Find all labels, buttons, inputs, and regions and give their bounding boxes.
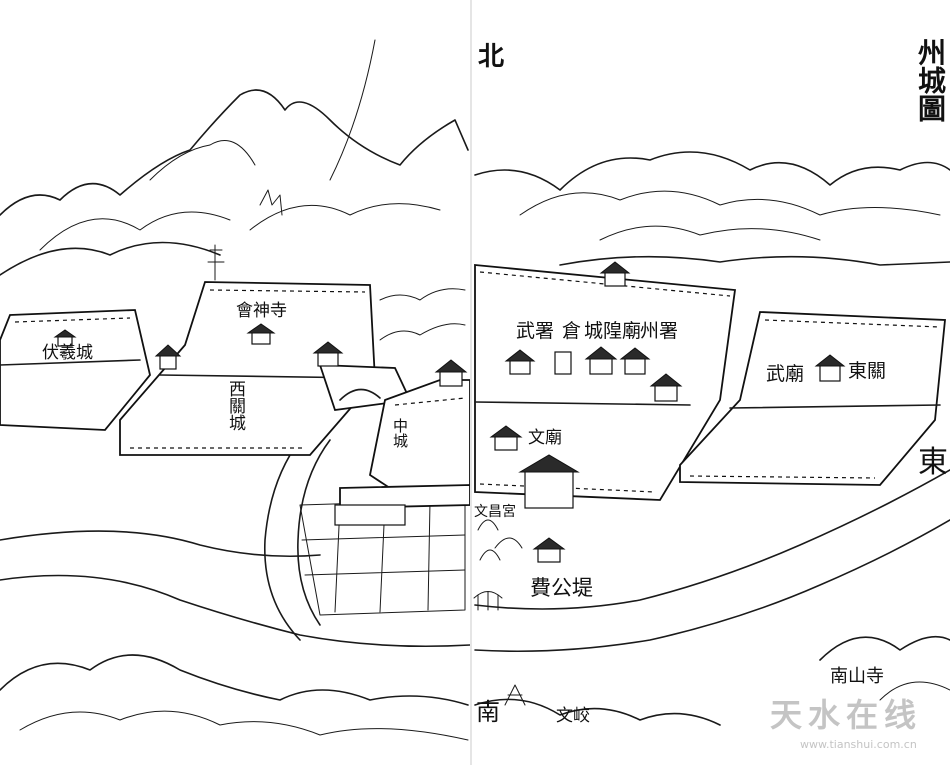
label-granary: 倉 bbox=[562, 320, 582, 342]
rivers bbox=[0, 288, 950, 653]
east-city-walls bbox=[679, 311, 946, 486]
label-fei-gong-dike: 費公堤 bbox=[530, 576, 593, 600]
compass-south: 南 bbox=[476, 698, 500, 726]
north-mountains bbox=[0, 39, 950, 276]
page-seam bbox=[470, 0, 472, 765]
trees bbox=[473, 519, 566, 611]
fuxi-city-walls bbox=[0, 309, 151, 431]
label-wen-temple: 文廟 bbox=[528, 428, 562, 448]
map-title: 州城圖 bbox=[914, 38, 947, 122]
label-west-gate-city: 西關城 bbox=[225, 380, 245, 431]
watermark-logo: 天水在线 bbox=[770, 696, 923, 734]
label-south-mountain-temple: 南山寺 bbox=[830, 666, 884, 687]
label-huishen-temple: 會神寺 bbox=[236, 301, 287, 321]
main-city-walls bbox=[474, 261, 737, 509]
watermark-url: www.tianshui.com.cn bbox=[800, 738, 917, 751]
label-zhou-office: 州署 bbox=[640, 320, 679, 342]
label-military-office: 武署 bbox=[516, 320, 555, 342]
label-wu-temple: 武廟 bbox=[766, 363, 805, 385]
middle-city-walls bbox=[334, 359, 471, 526]
west-gate-city-walls bbox=[119, 244, 376, 456]
label-middle-city: 中城 bbox=[391, 418, 409, 448]
label-fuxi-city: 伏羲城 bbox=[42, 343, 93, 363]
label-east-pass: 東關 bbox=[848, 360, 887, 382]
label-wenchang-palace: 文昌宮 bbox=[474, 504, 516, 520]
label-wen-peak: 文峧 bbox=[556, 706, 590, 726]
compass-north: 北 bbox=[478, 42, 505, 72]
compass-east: 東 bbox=[918, 445, 948, 480]
label-chenghuang-temple: 城隍廟 bbox=[584, 320, 642, 342]
south-mountains bbox=[0, 635, 950, 741]
